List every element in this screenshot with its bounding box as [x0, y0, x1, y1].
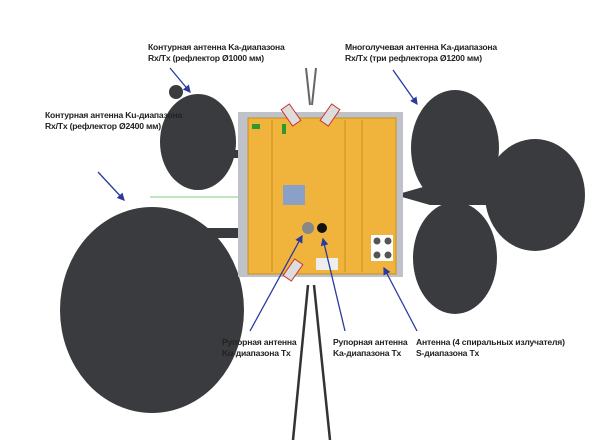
reflector-ka-multibeam-1 [411, 90, 499, 206]
label-ka-contour-antenna: Контурная антенна Ka-диапазона Rx/Tx (ре… [148, 42, 285, 64]
label-line: Контурная антенна Ka-диапазона [148, 42, 285, 52]
ka-horn-aperture [317, 223, 327, 233]
label-line: Контурная антенна Ku-диапазона [45, 110, 183, 120]
reflector-ka-1000 [160, 85, 236, 190]
label-ku-horn-antenna: Рупорная антенна Ku-диапазона Tx [222, 337, 297, 359]
label-line: Рупорная антенна [333, 337, 408, 347]
label-line: S-диапазона Tx [416, 348, 480, 358]
satellite-body [238, 103, 403, 282]
top-mast [305, 67, 317, 106]
label-ku-contour-antenna: Контурная антенна Ku-диапазона Rx/Tx (ре… [45, 110, 182, 132]
label-line: Rx/Tx (рефлектор Ø1000 мм) [148, 53, 264, 63]
callout-arrows [97, 67, 418, 332]
label-line: Рупорная антенна [222, 337, 297, 347]
label-ka-horn-antenna: Рупорная антенна Ka-диапазона Tx [333, 337, 408, 359]
label-line: Rx/Tx (рефлектор Ø2400 мм) [45, 121, 161, 131]
reflector-ka-multibeam-3 [413, 202, 497, 314]
label-line: Rx/Tx (три рефлектора Ø1200 мм) [345, 53, 482, 63]
label-line: Антенна (4 спиральных излучателя) [416, 337, 565, 347]
tripod-stand [291, 284, 332, 440]
label-s-band-antenna: Антенна (4 спиральных излучателя) S-диап… [416, 337, 565, 359]
reflector-ku-2400 [60, 207, 244, 413]
label-ka-multibeam-antenna: Многолучевая антенна Ka-диапазона Rx/Tx … [345, 42, 497, 64]
label-line: Ka-диапазона Tx [333, 348, 402, 358]
reflector-ka-multibeam-2 [485, 139, 585, 251]
label-line: Ku-диапазона Tx [222, 348, 291, 358]
label-line: Многолучевая антенна Ka-диапазона [345, 42, 497, 52]
